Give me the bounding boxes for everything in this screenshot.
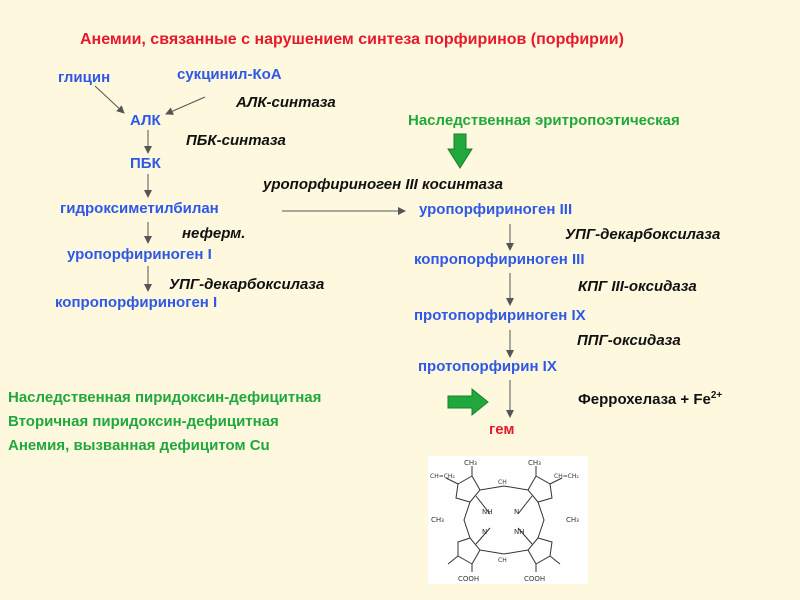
kpg-iii-oxidase-label: КПГ III-оксидаза (578, 278, 697, 295)
arrow-glycine-to-alk (94, 85, 125, 114)
heme-nh-left: NH (482, 508, 493, 516)
heme-structure-figure: CH₃ CH₃ CH=CH₂ CH=CH₂ CH₃ CH₃ CH CH NH N… (428, 456, 588, 584)
glycine-label: глицин (58, 69, 111, 86)
disease-secondary-pyridoxine: Вторичная пиридоксин-дефицитная (8, 413, 279, 430)
disease-copper-deficiency: Анемия, вызванная дефицитом Cu (8, 437, 270, 454)
heme-cooh-left: COOH (458, 575, 479, 583)
disease-hereditary-pyridoxine: Наследственная пиридоксин-дефицитная (8, 389, 322, 406)
heme-label: гем (489, 421, 515, 438)
fe-charge: 2+ (710, 390, 723, 401)
uroporphyrinogen-i-label: уропорфириноген I (67, 246, 212, 263)
disease-erythropoietic: Наследственная эритропоэтическая (408, 112, 680, 129)
alk-label: АЛК (130, 112, 161, 129)
coproporphyrinogen-i-label: копропорфириноген I (55, 294, 218, 311)
heme-meso-bottom: CH (498, 557, 507, 564)
pbk-label: ПБК (130, 155, 161, 172)
alk-synthase-label: АЛК-синтаза (236, 94, 336, 111)
ferrochelatase-text: Феррохелаза + Fe (578, 391, 711, 408)
heme-vinyl-right: CH=CH₂ (554, 473, 579, 480)
heme-structure-drawing: CH₃ CH₃ CH=CH₂ CH=CH₂ CH₃ CH₃ CH CH NH N… (430, 459, 579, 583)
urogen-iii-cosynthase-label: уропорфириноген III косинтаза (263, 176, 504, 193)
heme-cooh-right: COOH (524, 575, 545, 583)
upg-decarboxylase-left-label: УПГ-декарбоксилаза (169, 276, 325, 293)
nonenzymatic-label: неферм. (182, 225, 246, 242)
heme-nh-right: NH (514, 528, 525, 536)
heme-meso-top: CH (498, 479, 507, 486)
heme-vinyl-left: CH=CH₂ (430, 473, 455, 480)
page-title: Анемии, связанные с нарушением синтеза п… (80, 31, 624, 48)
heme-ch3-top-left: CH₃ (464, 459, 477, 467)
hydroxymethylbilane-label: гидроксиметилбилан (60, 200, 219, 217)
coproporphyrinogen-iii-label: копропорфириноген III (414, 251, 585, 268)
upg-decarboxylase-right-label: УПГ-декарбоксилаза (565, 226, 721, 243)
protoporphyrinogen-ix-label: протопорфириноген IX (414, 307, 586, 324)
ferrochelatase-label: Феррохелаза + Fe2+ (578, 387, 722, 409)
heme-n-left: N (482, 528, 487, 536)
heme-n-right: N (514, 508, 519, 516)
heme-ch3-top-right: CH₃ (528, 459, 541, 467)
heme-ch3-left: CH₃ (431, 516, 444, 524)
uroporphyrinogen-iii-label: уропорфириноген III (419, 201, 573, 218)
ppg-oxidase-label: ППГ-оксидаза (577, 332, 681, 349)
arrow-succinyl-to-alk (165, 96, 206, 115)
pbk-synthase-label: ПБК-синтаза (186, 132, 286, 149)
green-arrow-right (447, 387, 489, 417)
succinyl-coa-label: сукцинил-КоА (177, 66, 282, 83)
green-arrow-down (447, 133, 473, 169)
protoporphyrin-ix-label: протопорфирин IX (418, 358, 557, 375)
heme-ch3-right: CH₃ (566, 516, 579, 524)
